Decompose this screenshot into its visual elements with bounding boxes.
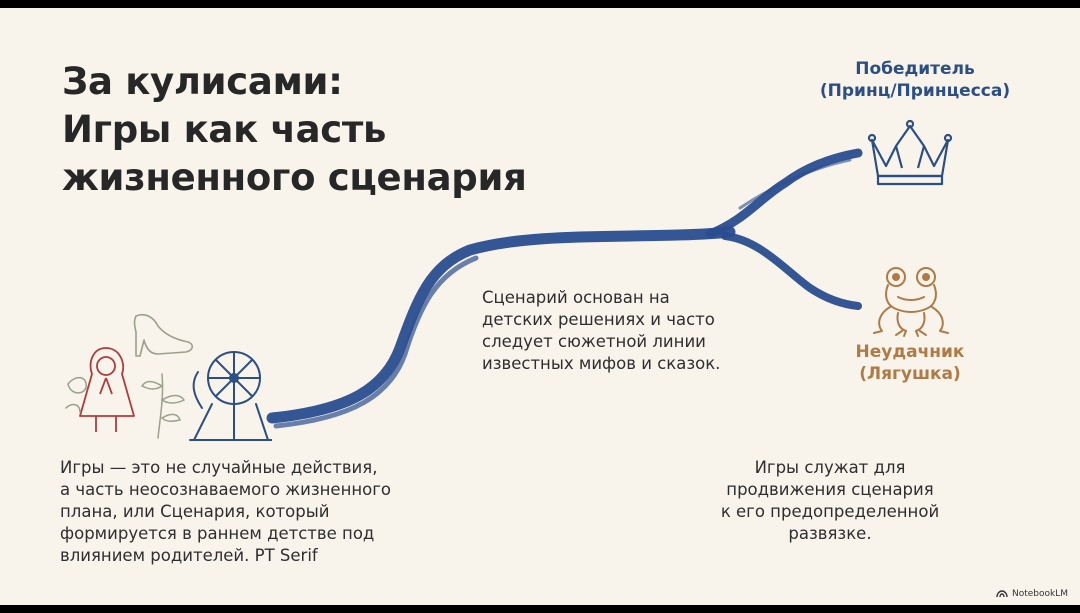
path-trunk-edge (273, 255, 479, 429)
winner-label-line: Победитель (855, 59, 975, 79)
text-line: Игры — это не случайные действия, (60, 458, 378, 477)
games-purpose-text: Игры служат для продвижения сценария к е… (680, 457, 980, 545)
red-riding-hood-icon (79, 347, 135, 432)
title-line: Игры как часть (62, 108, 387, 151)
slide-title: За кулисами: Игры как часть жизненного с… (62, 58, 527, 202)
loser-label-line: Неудачник (855, 342, 965, 362)
slide: За кулисами: Игры как часть жизненного с… (0, 8, 1080, 605)
text-line: влиянием родителей. PT Serif (60, 546, 318, 565)
glass-slipper-icon (133, 313, 194, 357)
path-trunk (266, 226, 736, 424)
fairytale-icons (65, 313, 272, 441)
frog-icon (873, 267, 949, 337)
branching-path-illustration (266, 148, 863, 429)
text-line: развязке. (788, 524, 872, 543)
path-branch-up (705, 148, 863, 239)
loser-label-line: (Лягушка) (859, 364, 961, 384)
title-line: За кулисами: (62, 60, 343, 103)
brand-label: NotebookLM (1011, 589, 1068, 599)
path-branch-down (721, 232, 862, 310)
text-line: продвижения сценария (726, 480, 934, 499)
text-line: Игры служат для (754, 458, 906, 477)
script-description-text: Сценарий основан на детских решениях и ч… (482, 287, 720, 375)
winner-label-line: (Принц/Принцесса) (819, 81, 1011, 101)
notebooklm-logo-icon (996, 590, 1008, 598)
notebooklm-watermark: NotebookLM (996, 589, 1068, 599)
text-line: формируется в раннем детстве под (60, 524, 375, 543)
crown-icon (867, 119, 953, 186)
text-line: к его предопределенной (720, 502, 940, 521)
games-definition-text: Игры — это не случайные действия, а част… (60, 457, 391, 567)
text-line: а часть неосознаваемого жизненного (60, 480, 392, 499)
loser-label: Неудачник (Лягушка) (810, 341, 1010, 385)
text-line: следует сюжетной линии (482, 332, 706, 351)
leaf-branch-icon (65, 373, 186, 439)
text-line: плана, или Сценария, который (60, 502, 330, 521)
spinning-wheel-icon (189, 351, 272, 441)
title-line: жизненного сценария (62, 156, 527, 199)
winner-label: Победитель (Принц/Принцесса) (790, 58, 1040, 102)
text-line: детских решениях и часто (482, 310, 715, 329)
text-line: Сценарий основан на (482, 288, 670, 307)
path-branch-up-stroke (738, 158, 852, 210)
text-line: известных мифов и сказок. (482, 354, 721, 373)
